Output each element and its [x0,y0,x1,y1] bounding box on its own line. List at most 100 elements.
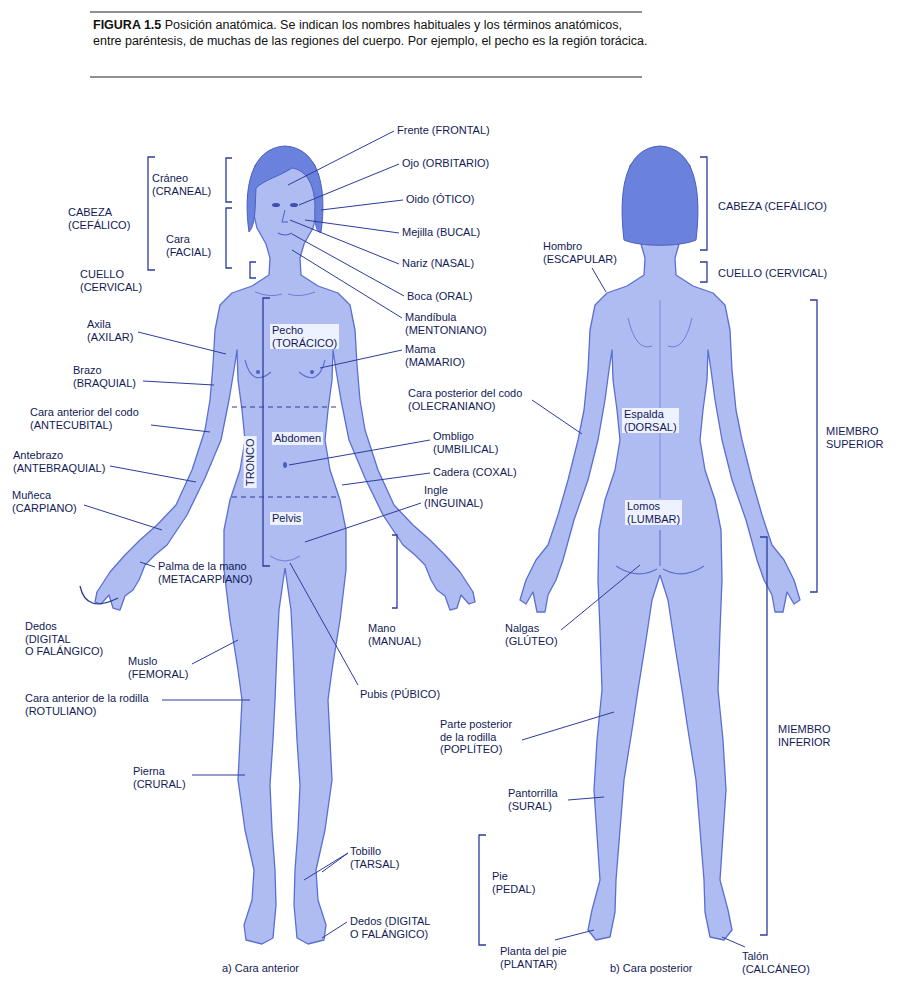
region-label: Palma de la mano (METACARPIANO) [158,560,253,585]
bracket [700,157,707,250]
leader-line [288,131,394,185]
region-label: b) Cara posterior [610,962,693,975]
region-divider [232,496,340,497]
body-half [520,150,660,940]
region-label: Cadera (COXAL) [433,466,517,479]
leader-line [555,930,594,940]
leader-line [299,164,399,205]
leader-line [568,797,604,800]
bracket [810,300,817,592]
breast [245,360,325,378]
bracket [700,262,707,282]
mouth [278,233,292,235]
leader-line [110,466,196,482]
leader-line [320,350,402,368]
region-label: Frente (FRONTAL) [397,124,490,137]
region-label: Pierna (CRURAL) [133,765,186,790]
body-half [285,150,475,944]
region-label: Pie (PEDAL) [492,870,535,895]
rule-line [90,77,642,78]
region-label: Brazo (BRAQUIAL) [73,364,136,389]
collarbone [255,292,315,296]
leader-line [305,220,399,233]
region-label: Ojo (ORBITARIO) [402,157,489,170]
hair [622,146,698,245]
region-label: Cara anterior de la rodilla (ROTULIANO) [25,692,149,717]
bracket [479,835,486,945]
region-label: a) Cara anterior [222,962,299,975]
region-label: Cara posterior del codo (OLECRANIANO) [408,387,522,412]
region-label: Pantorrilla (SURAL) [508,787,558,812]
region-label: Axila (AXILAR) [87,318,133,343]
region-label: Boca (ORAL) [407,290,472,303]
region-label: Cráneo (CRANEAL) [152,172,211,197]
region-label: Nariz (NASAL) [402,257,474,270]
region-label: Antebrazo (ANTEBRAQUIAL) [13,449,105,474]
region-label: Planta del pie (PLANTAR) [500,945,567,970]
hair [247,146,323,232]
region-label: Ombligo (UMBILICAL) [433,430,498,455]
region-label: Mandíbula (MENTONIANO) [405,311,487,336]
leader-line [321,200,403,210]
leader-line [162,700,250,701]
leader-line [592,268,606,292]
leader-line [722,937,745,947]
figure-caption: FIGURA 1.5 Posición anatómica. Se indica… [93,17,653,49]
bracket [80,586,118,604]
region-label: Parte posterior de la rodilla (POPLÍTEO) [440,718,512,756]
region-label: CABEZA (CEFÁLICO) [718,200,827,213]
shoulder-blade [628,318,692,347]
region-label: TRONCO [244,436,257,488]
region-label: Mejilla (BUCAL) [402,226,480,239]
region-label: MIEMBRO INFERIOR [778,723,831,748]
region-label: Lomos (LUMBAR) [625,500,682,525]
rule-line [90,12,642,13]
region-label: Hombro (ESCAPULAR) [543,240,617,265]
leader-line [138,332,226,354]
navel [283,462,287,468]
leader-line [290,563,358,685]
leader-line [292,234,404,296]
bracket [263,298,270,566]
region-divider [232,406,338,407]
eye [272,203,280,207]
region-label: Abdomen [272,432,323,445]
leader-line [192,775,245,776]
bracket [250,262,256,278]
leader-line [143,381,214,385]
nipple [310,370,314,374]
brackets [80,157,817,945]
region-label: Pubis (PÚBICO) [360,688,440,701]
leader-line [192,640,238,664]
nipple [256,370,260,374]
bracket [392,535,397,608]
leader-line [151,425,210,432]
region-label: Muñeca (CARPIANO) [12,489,77,514]
region-label: Mama (MAMARIO) [405,343,465,368]
pubic-line [270,556,300,561]
spine-line [660,300,661,498]
region-label: Tobillo (TARSAL) [350,845,399,870]
leader-line [561,565,640,630]
region-label: Dedos (DIGITAL O FALÁNGICO) [25,620,103,658]
region-label: Cara anterior del codo (ANTECUBITAL) [30,406,139,431]
leader-line [305,503,421,542]
leader-line [322,922,347,938]
leader-line [140,562,155,567]
leader-line [84,505,162,530]
region-label: Espalda (DORSAL) [622,408,679,433]
region-label: Nalgas (GLÚTEO) [505,622,558,647]
region-label: CUELLO (CERVICAL) [80,268,142,293]
region-label: Oido (ÓTICO) [406,193,474,206]
leader-line [292,250,402,318]
gluteal-line [616,530,704,574]
leader-line [522,712,614,740]
region-label: CUELLO (CERVICAL) [718,267,827,280]
leader-line [304,853,348,880]
region-label: Ingle (INGUINAL) [424,484,483,509]
region-label: Dedos (DIGITAL O FALÁNGICO) [350,915,431,940]
nose [282,210,288,222]
bracket [760,537,767,935]
bracket [226,208,232,268]
